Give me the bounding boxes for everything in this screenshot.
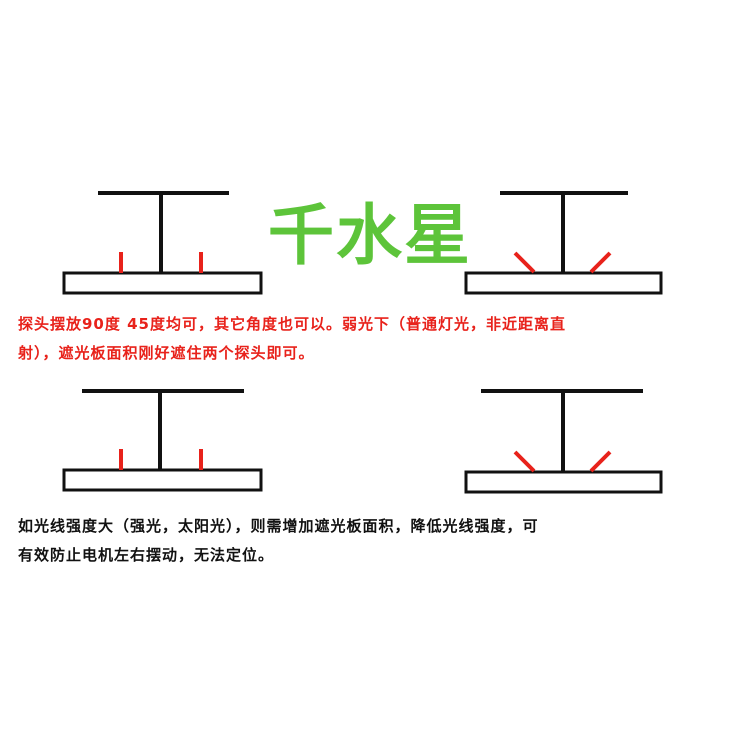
sensor-board [62,271,263,295]
sensor-figure-bottom-right [464,389,663,494]
probe-left-angled [513,251,536,274]
weak-light-note-line-2: 射），遮光板面积刚好遮住两个探头即可。 [18,344,315,362]
sensor-board [464,470,663,494]
sensor-figure-top-right [464,191,663,295]
strong-light-note-line-1: 如光线强度大（强光，太阳光），则需增加遮光板面积，降低光线强度，可 [18,517,539,535]
probe-right-angled [589,251,612,274]
weak-light-note: 探头摆放90度 45度均可，其它角度也可以。弱光下（普通灯光，非近距离直 射），… [18,310,738,368]
sensor-figure-top-left [62,191,263,295]
strong-light-note: 如光线强度大（强光，太阳光），则需增加遮光板面积，降低光线强度，可 有效防止电机… [18,512,738,570]
sensor-board [464,271,663,295]
brand-logo-text: 千水星 [268,197,472,274]
strong-light-note-line-2: 有效防止电机左右摆动，无法定位。 [18,546,275,564]
weak-light-note-line-1: 探头摆放90度 45度均可，其它角度也可以。弱光下（普通灯光，非近距离直 [18,315,566,333]
sensor-figure-bottom-left [62,389,263,492]
sensor-board [62,468,263,492]
probe-right-angled [589,450,612,473]
probe-left-angled [513,450,536,473]
